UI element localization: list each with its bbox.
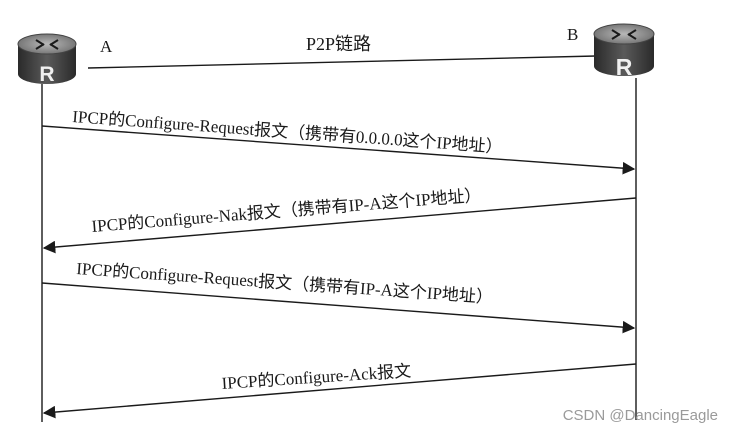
message-4-label: IPCP的Configure-Ack报文 [221,361,412,393]
message-2-arrow [42,197,637,254]
watermark: CSDN @DancingEagle [563,407,718,424]
message-3-arrow [41,282,636,334]
message-3-label: IPCP的Configure-Request报文（携带有IP-A这个IP地址） [76,259,494,307]
router-a-glyph: R [39,63,54,86]
message-2-label: IPCP的Configure-Nak报文（携带有IP-A这个IP地址） [91,186,482,236]
message-4-arrow [42,363,637,419]
message-1-label: IPCP的Configure-Request报文（携带有0.0.0.0这个IP地… [72,107,503,157]
device-b-label: B [567,25,578,44]
device-a-label: A [100,37,113,56]
router-b-icon: R [593,23,655,80]
p2p-link-line [87,55,597,69]
router-b-glyph: R [616,54,633,80]
message-1-arrow [41,125,636,175]
p2p-link-label: P2P链路 [306,34,371,54]
router-a-icon: R [17,33,77,86]
